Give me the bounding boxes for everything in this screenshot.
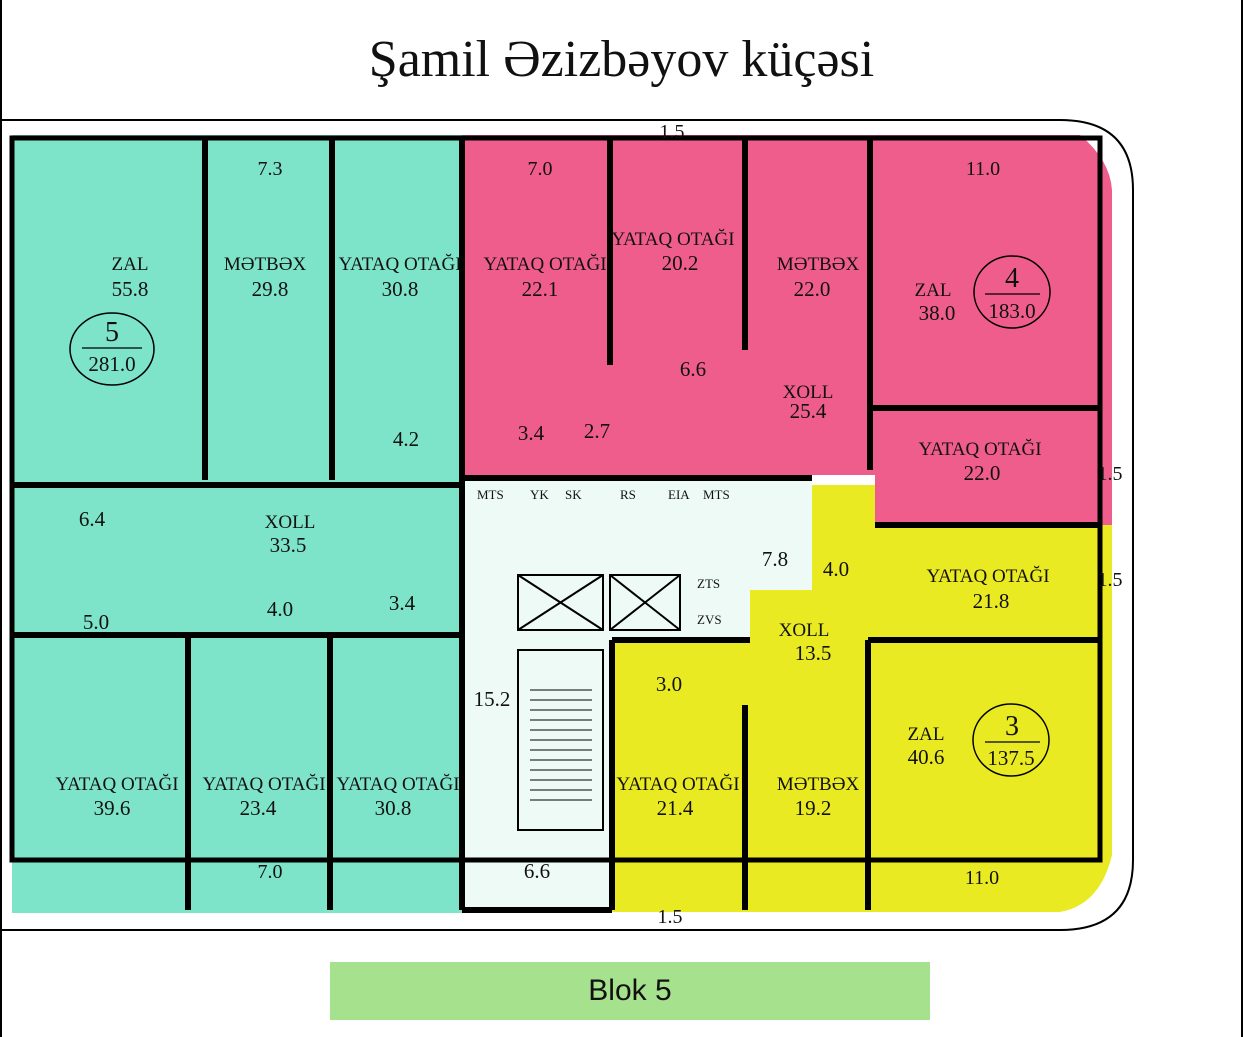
room-name: XOLL	[265, 512, 316, 533]
room-area: 29.8	[252, 277, 289, 301]
room-area: 21.8	[973, 589, 1010, 613]
bottom-area: 6.6	[524, 859, 550, 883]
apartment-5-labels: 5 281.0 ZAL 55.8 MƏTBƏX 29.8 YATAQ OTAĞI…	[55, 158, 461, 883]
balcony-area: 7.0	[528, 158, 553, 180]
outer-wall	[9, 135, 1103, 863]
lift-tag: ZTS	[697, 576, 720, 591]
shaft-tag: YK	[530, 487, 549, 502]
room-area: 30.8	[382, 277, 419, 301]
room-name: ZAL	[908, 724, 945, 745]
room-area: 40.6	[908, 745, 945, 769]
balcony-area: 7.0	[258, 861, 283, 883]
apartment-number: 4	[1005, 263, 1019, 294]
lobby-area: 7.8	[762, 547, 788, 571]
room-area: 39.6	[94, 796, 131, 820]
room-area: 3.0	[656, 672, 682, 696]
room-name: ZAL	[915, 280, 952, 301]
apartment-number-badge	[69, 312, 155, 386]
room-area: 30.8	[375, 796, 412, 820]
shaft-tag: MTS	[703, 487, 730, 502]
apartment-total-area: 281.0	[88, 352, 135, 376]
apartment-5-zone	[12, 135, 462, 913]
room-area: 2.7	[584, 419, 610, 443]
room-name: YATAQ OTAĞI	[918, 438, 1041, 460]
room-area: 4.0	[823, 557, 849, 581]
elevator-shafts	[517, 574, 681, 831]
shaft-tag: MTS	[477, 487, 504, 502]
room-name: YATAQ OTAĞI	[611, 228, 734, 250]
room-area: 13.5	[795, 641, 832, 665]
balcony-area: 11.0	[966, 158, 1000, 180]
shaft-tag: RS	[620, 487, 636, 502]
room-area: 22.0	[794, 277, 831, 301]
apartment-total-area: 183.0	[988, 299, 1035, 323]
apartment-number: 3	[1005, 711, 1019, 742]
staircase	[517, 649, 604, 831]
room-area: 4.0	[267, 597, 293, 621]
elevator-cross	[517, 574, 604, 631]
balcony-area: 7.3	[258, 158, 283, 180]
elevator-2	[609, 574, 681, 631]
room-name: YATAQ OTAĞI	[202, 773, 325, 795]
room-name: YATAQ OTAĞI	[336, 773, 459, 795]
block-label: Blok 5	[330, 962, 930, 1020]
room-name: MƏTBƏX	[777, 254, 860, 275]
apartment-4-zone	[462, 135, 1112, 525]
room-area: 3.4	[518, 421, 545, 445]
apartment-number-badge	[972, 703, 1050, 777]
plan-outline	[2, 119, 1134, 931]
balcony-area: 11.0	[965, 867, 999, 889]
room-area: 23.4	[240, 796, 277, 820]
room-area: 33.5	[270, 533, 307, 557]
room-area: 22.1	[522, 277, 559, 301]
room-name: XOLL	[779, 620, 830, 641]
balcony-area: 1.5	[1098, 569, 1123, 591]
room-area: 20.2	[662, 251, 699, 275]
room-area: 6.6	[680, 357, 706, 381]
balcony-area: 1.5	[660, 121, 685, 143]
elevator-1	[517, 574, 604, 631]
room-area: 5.0	[83, 610, 109, 634]
room-name: ZAL	[112, 254, 149, 275]
corridor-area: 15.2	[474, 687, 511, 711]
apartment-number: 5	[105, 317, 119, 348]
room-name: YATAQ OTAĞI	[55, 773, 178, 795]
apartment-total-area: 137.5	[987, 746, 1034, 770]
room-name: XOLL	[783, 382, 834, 403]
room-area: 19.2	[795, 796, 832, 820]
stair-treads	[530, 689, 592, 801]
street-title: Şamil Əzizbəyov küçəsi	[368, 31, 875, 88]
room-name: YATAQ OTAĞI	[616, 773, 739, 795]
room-area: 25.4	[790, 399, 827, 423]
room-name: MƏTBƏX	[777, 774, 860, 795]
room-name: YATAQ OTAĞI	[483, 253, 606, 275]
stair-core-zone	[462, 475, 812, 912]
room-area: 55.8	[112, 277, 149, 301]
elevator-cross	[609, 574, 681, 631]
balcony-area: 1.5	[1098, 463, 1123, 485]
room-name: YATAQ OTAĞI	[338, 253, 461, 275]
room-area: 4.2	[393, 427, 419, 451]
apartment-3-zone	[612, 485, 1112, 912]
room-area: 6.4	[79, 507, 106, 531]
apartment-4-labels: 4 183.0 7.0 YATAQ OTAĞI 22.1 YATAQ OTAĞI…	[483, 121, 1122, 485]
room-name: MƏTBƏX	[224, 254, 307, 275]
apartment-3-labels: 3 137.5 4.0 YATAQ OTAĞI 21.8 1.5 XOLL 13…	[616, 557, 1122, 928]
apartment-number-badge	[973, 255, 1051, 329]
shaft-labels: MTS YK SK RS EIA MTS ZTS ZVS	[477, 487, 730, 627]
shaft-tag: EIA	[668, 487, 690, 502]
room-name: YATAQ OTAĞI	[926, 565, 1049, 587]
room-area: 3.4	[389, 591, 416, 615]
room-area: 22.0	[964, 461, 1001, 485]
room-area: 21.4	[657, 796, 694, 820]
balcony-area: 1.5	[658, 906, 683, 928]
walls	[9, 135, 1103, 913]
lift-tag: ZVS	[697, 612, 722, 627]
room-area: 38.0	[919, 301, 956, 325]
shaft-tag: SK	[565, 487, 582, 502]
